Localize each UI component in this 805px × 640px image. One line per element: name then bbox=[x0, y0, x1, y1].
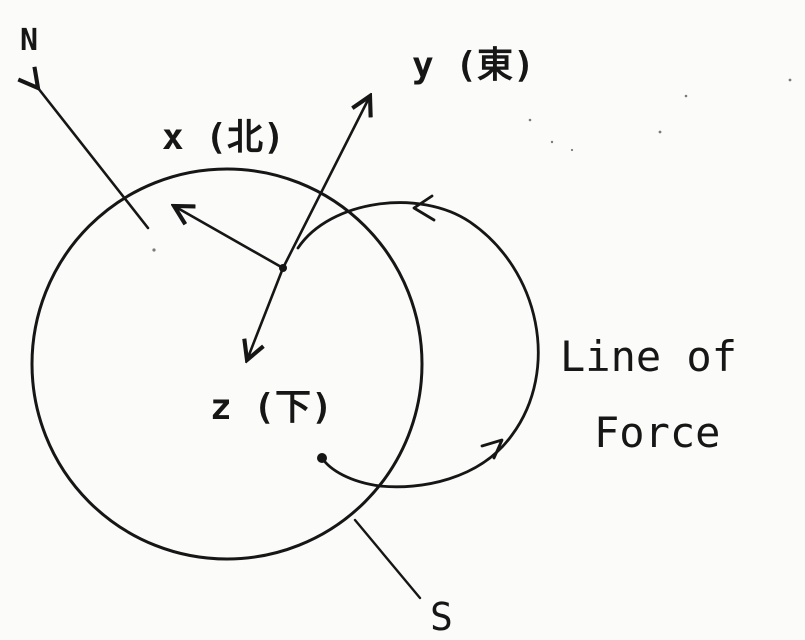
north-axis-line bbox=[38, 88, 150, 230]
x-axis-label: x (北) bbox=[162, 117, 285, 158]
field-line-path bbox=[296, 201, 540, 489]
scan-specks bbox=[152, 78, 792, 252]
field-line-label-line2: Force bbox=[594, 408, 721, 457]
field-line-origin-dot bbox=[317, 453, 327, 463]
south-axis-line bbox=[353, 518, 422, 600]
y-axis-label: y (東) bbox=[412, 45, 535, 86]
y-axis-arrow bbox=[281, 96, 370, 270]
field-line-arrowhead-top bbox=[412, 194, 436, 222]
north-label: N bbox=[20, 23, 39, 58]
field-line-arrowhead-bottom bbox=[480, 438, 504, 460]
x-axis-arrow bbox=[174, 206, 285, 270]
z-axis-label: z (下) bbox=[210, 387, 333, 428]
field-line-label-line1: Line of bbox=[560, 332, 738, 381]
earth-circle bbox=[30, 167, 424, 561]
observer-point bbox=[279, 264, 287, 272]
south-label: S bbox=[430, 595, 453, 639]
z-axis-arrow bbox=[247, 266, 285, 360]
